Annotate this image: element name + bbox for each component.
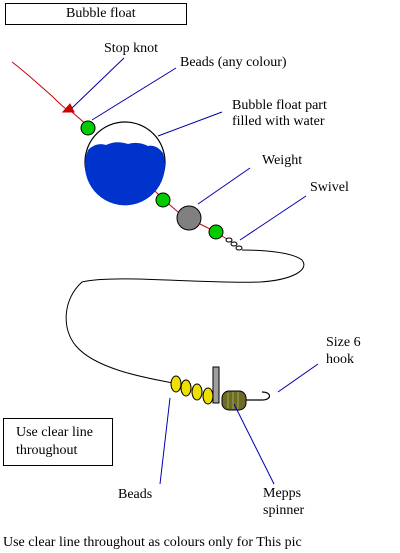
label-swivel: Swivel xyxy=(310,180,349,195)
spinner-blade xyxy=(212,366,220,404)
label-float-part-2: filled with water xyxy=(232,114,325,129)
label-spinner-1: Mepps xyxy=(263,486,302,501)
bead-top-3 xyxy=(208,224,224,240)
swivel xyxy=(225,237,243,251)
main-line xyxy=(11,61,89,127)
pointer-lines xyxy=(71,57,319,485)
label-spinner-2: spinner xyxy=(263,503,305,518)
note-box: Use clear line throughout xyxy=(3,418,113,466)
float-water xyxy=(84,142,165,206)
label-hook-1: Size 6 xyxy=(326,335,361,350)
label-stop-knot: Stop knot xyxy=(104,41,159,56)
note-line-1: Use clear line xyxy=(16,425,93,440)
label-beads-bottom: Beads xyxy=(118,487,153,502)
beads-bottom xyxy=(170,375,214,405)
title-box: Bubble float xyxy=(5,3,187,25)
label-beads-top: Beads (any colour) xyxy=(180,55,287,70)
diagram-title: Bubble float xyxy=(66,6,136,21)
label-hook-2: hook xyxy=(326,352,354,367)
weight-sinker xyxy=(176,205,202,231)
bubble-float xyxy=(84,121,166,206)
footer-note: Use clear line throughout as colours onl… xyxy=(3,535,302,550)
hook xyxy=(246,391,271,401)
label-weight: Weight xyxy=(262,153,303,168)
bead-top-1 xyxy=(80,120,96,136)
bead-top-2 xyxy=(155,192,171,208)
spinner-ridges xyxy=(227,392,239,409)
spinner-body xyxy=(221,390,247,411)
leader-line xyxy=(65,249,305,385)
note-line-2: throughout xyxy=(16,443,78,458)
label-float-part-1: Bubble float part xyxy=(232,98,327,113)
